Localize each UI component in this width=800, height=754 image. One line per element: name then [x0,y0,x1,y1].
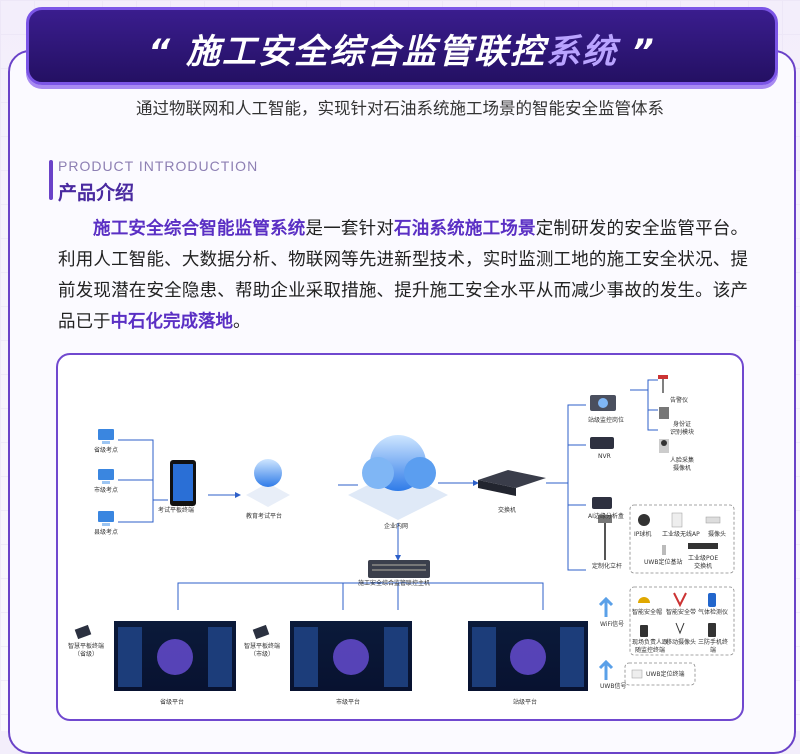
ai-box-label: AI边缘分析盒 [588,513,624,520]
terminal-label: 智慧平板终端 （市级） [244,643,281,658]
quote-close: ” [631,32,656,72]
site-monitor-label: 站级监控岗位 [588,417,625,424]
switch-label: 交换机 [498,507,517,514]
intro-text-2: 是一套针对 [305,219,395,239]
subtitle: 通过物联网和人工智能，实现针对石油系统施工场景的智能安全监管体系 [136,99,664,118]
intro-em-3: 石油系统施工场景 [394,219,536,239]
title-banner: “ 施工安全综合监管联控系统 ” [26,7,778,85]
device-label: 智能安全带 [666,609,697,616]
exam-point-label: 省级考点 [94,447,119,454]
cam2-label: 工业级POE 交换机 [688,555,719,570]
wifi-label: WiFi信号 [600,621,625,628]
edu-platform-label: 教育考试平台 [246,513,283,520]
platform-label: 省级平台 [160,699,185,706]
right-top-label: 告警仪 [670,397,689,404]
section-bar [49,160,53,200]
cam-label: IP球机 [634,531,652,538]
nvr-label: NVR [598,453,611,460]
right-top-label: 人脸采集 摄像机 [670,457,695,472]
quote-open: “ [148,32,173,72]
exam-point-label: 市级考点 [94,487,119,494]
device-label: 智能安全帽 [632,609,663,616]
section-title-en: PRODUCT INTRODUCTION [58,158,259,174]
pole-label: 定制化立杆 [592,563,623,570]
platform-label: 站级平台 [513,699,538,706]
intro-em-5: 中石化完成落地 [110,312,234,332]
architecture-diagram: 省级考点 市级考点 县级考点 考试平板终端 教育考试平台 企业内网 交换机 施工… [56,353,744,721]
intro-em-1: 施工安全综合智能监管系统 [93,219,306,239]
server-label: 施工安全综合监管联控主机 [358,580,431,587]
intro-text-4: 定制研发的安全监管平台。利用人工智能、大数据分析、物联网等先进新型技术，实时监测… [58,219,749,332]
right-top-label: 身份证 识别模块 [670,421,695,436]
platform-label: 市级平台 [336,699,361,706]
uwb-tag-label: UWB定位终端 [646,671,685,678]
device-label: 三防手机终 端 [698,639,729,654]
device-label: 现场负责人跟 随监控终端 [632,639,669,654]
title-main: 施工安全综合监管联控 [186,32,546,72]
intranet-label: 企业内网 [384,523,409,530]
cam2-label: UWB定位基站 [644,559,683,566]
computer-icon [98,429,114,526]
page-title: “ 施工安全综合监管联控系统 ” [29,24,775,73]
intro-text-6: 。 [233,312,251,332]
device-label: 移动摄像头 [666,639,697,646]
exam-point-label: 县级考点 [94,529,119,536]
terminal-label: 智慧平板终端 （省级） [68,643,105,658]
device-label: 气体检测仪 [698,609,729,616]
cam-label: 工业级无线AP [662,531,700,538]
section-title-cn: 产品介绍 [58,182,135,204]
diagram-lines [74,375,735,691]
tablet-label: 考试平板终端 [158,507,195,514]
uwb-label: UWB信号 [600,683,627,690]
cam-label: 摄像头 [708,531,727,538]
intro-paragraph: 施工安全综合智能监管系统是一套针对石油系统施工场景定制研发的安全监管平台。利用人… [58,214,748,338]
title-highlight: 系统 [546,32,618,72]
